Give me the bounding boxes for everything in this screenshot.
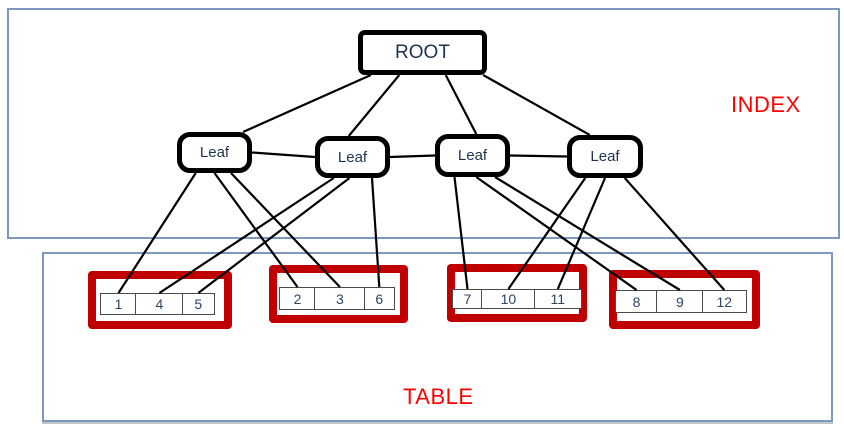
leaf-node-label: Leaf: [199, 144, 230, 161]
table-cell-9: 9: [656, 290, 704, 313]
table-cell-10: 10: [481, 289, 536, 309]
leaf-node-1: Leaf: [177, 132, 252, 173]
table-cell-5: 5: [181, 293, 215, 315]
page-1-cells: 1 4 5: [100, 293, 215, 315]
table-cell-7: 7: [452, 289, 483, 309]
leaf-node-label: Leaf: [457, 147, 488, 164]
root-node: ROOT: [358, 30, 487, 75]
page-2-cells: 2 3 6: [279, 287, 395, 310]
table-cell-2: 2: [279, 287, 316, 310]
index-region-label: INDEX: [731, 92, 801, 117]
table-cell-8: 8: [615, 290, 658, 313]
leaf-node-3: Leaf: [435, 134, 510, 177]
root-node-label: ROOT: [395, 41, 450, 63]
table-cell-6: 6: [363, 287, 395, 310]
table-cell-1: 1: [100, 293, 137, 315]
table-cell-4: 4: [135, 293, 184, 315]
table-cell-11: 11: [533, 289, 582, 309]
table-cell-12: 12: [701, 290, 747, 313]
table-region-label: TABLE: [403, 384, 474, 409]
leaf-node-2: Leaf: [315, 136, 390, 178]
table-cell-3: 3: [314, 287, 366, 310]
leaf-node-label: Leaf: [590, 148, 620, 165]
leaf-node-4: Leaf: [567, 135, 643, 178]
page-4-cells: 8 9 12: [615, 290, 747, 313]
leaf-node-label: Leaf: [337, 148, 368, 166]
page-3-cells: 7 10 11: [452, 289, 582, 309]
